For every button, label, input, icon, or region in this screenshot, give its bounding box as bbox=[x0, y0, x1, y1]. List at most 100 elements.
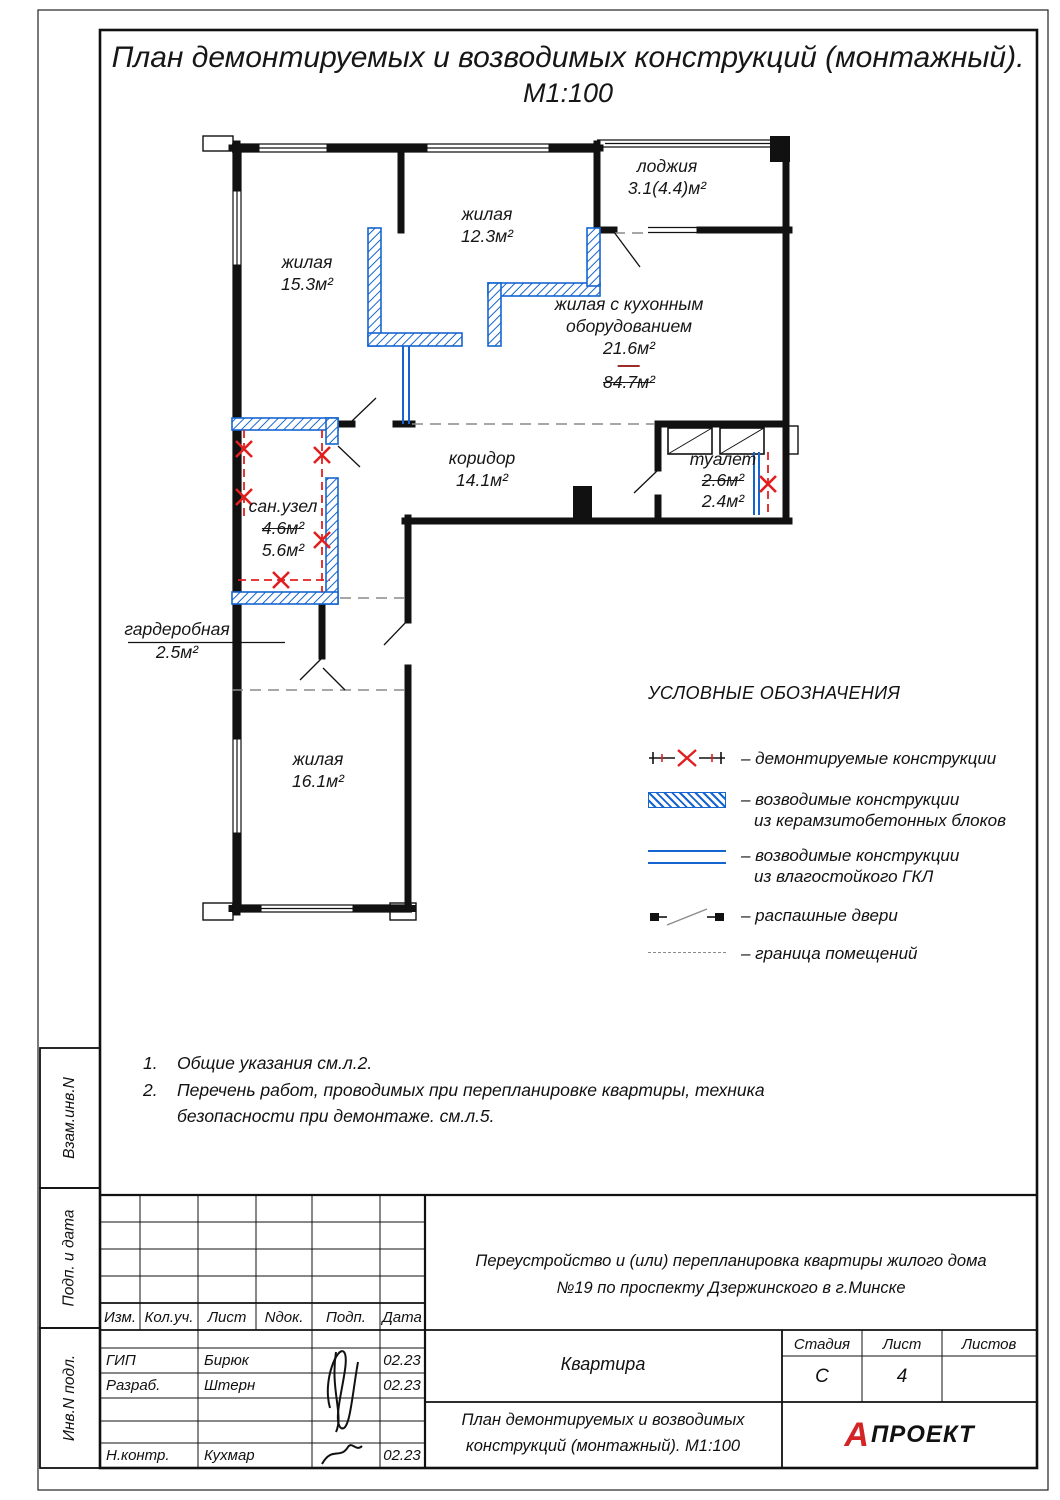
margin-cell-podp: Подп. и дата bbox=[40, 1188, 100, 1328]
object-name: Квартира bbox=[560, 1354, 646, 1374]
col-header-izm: Изм. bbox=[104, 1309, 136, 1326]
row-name: Кухмар bbox=[204, 1447, 255, 1464]
note-text: Общие указания см.л.2. bbox=[177, 1053, 373, 1073]
legend-label: – граница помещений bbox=[741, 944, 918, 963]
legend-item-blocks: – возводимые конструкции из керамзитобет… bbox=[648, 789, 1040, 831]
sheet-label: Лист bbox=[882, 1336, 922, 1353]
col-header-koluch: Кол.уч. bbox=[144, 1309, 194, 1326]
col-header-data: Дата bbox=[382, 1309, 422, 1326]
legend-item-demolished: – демонтируемые конструкции bbox=[648, 748, 1040, 769]
pilasters bbox=[202, 135, 799, 921]
row-name: Штерн bbox=[204, 1377, 256, 1394]
swing-door-symbol bbox=[648, 905, 726, 929]
new-walls-gkl bbox=[402, 346, 760, 515]
demolition-marks bbox=[235, 430, 777, 592]
demolished-symbol bbox=[648, 748, 726, 768]
room-old-area: 2.6м² bbox=[701, 470, 745, 490]
logo-letter-a: А bbox=[844, 1416, 869, 1454]
logo-text: ПРОЕКТ bbox=[870, 1421, 975, 1448]
room-label-toilet: туалет 2.6м² 2.4м² bbox=[690, 449, 756, 512]
room-area: 12.3м² bbox=[461, 226, 513, 246]
sheet-title: План демонтируемых и возводимых конструк… bbox=[111, 41, 1025, 74]
room-name: жилая bbox=[461, 204, 513, 224]
titleblock-grid bbox=[100, 1193, 1037, 1468]
room-label-corridor: коридор 14.1м² bbox=[449, 447, 516, 491]
floor-plan bbox=[128, 135, 799, 921]
doc-title-line2: конструкций (монтажный). М1:100 bbox=[465, 1437, 741, 1455]
room-boundary-symbol bbox=[648, 943, 726, 953]
row-name: Бирюк bbox=[204, 1352, 249, 1369]
wall-faces bbox=[232, 139, 786, 913]
note-number: 1. bbox=[143, 1053, 158, 1073]
room-area: 21.6м² bbox=[603, 338, 655, 358]
legend-label: – демонтируемые конструкции bbox=[741, 749, 997, 768]
new-walls-blocks bbox=[231, 227, 601, 605]
room-area: 2.5м² bbox=[155, 642, 199, 662]
room-area: 16.1м² bbox=[292, 771, 344, 791]
margin-label: Взам.инв.N bbox=[61, 1077, 79, 1159]
room-label-kitchen: жилая с кухонным оборудованием 21.6м² 84… bbox=[555, 293, 704, 393]
legend-label-line2: из керамзитобетонных блоков bbox=[754, 811, 1006, 830]
legend-label-line2: из влагостойкого ГКЛ bbox=[754, 867, 934, 886]
room-label-loggia: лоджия 3.1(4.4)м² bbox=[628, 155, 706, 199]
legend-item-gkl: – возводимые конструкции из влагостойког… bbox=[648, 845, 1040, 887]
room-boundaries bbox=[232, 232, 655, 691]
margin-label: Подп. и дата bbox=[61, 1209, 79, 1307]
room-area: 15.3м² bbox=[281, 274, 333, 294]
note-text: Перечень работ, проводимых при переплани… bbox=[177, 1080, 765, 1126]
room-area: 3.1(4.4)м² bbox=[627, 178, 707, 198]
margin-cell-vzam: Взам.инв.N bbox=[40, 1048, 100, 1188]
new-wall-blocks-symbol bbox=[648, 789, 726, 808]
general-notes: 1. Общие указания см.л.2. 2. Перечень ра… bbox=[143, 1050, 867, 1130]
row-date: 02.23 bbox=[383, 1447, 421, 1464]
room-old-area: 84.7м² bbox=[603, 372, 655, 392]
row-role: Разраб. bbox=[106, 1377, 161, 1394]
legend-label: – возводимые конструкции из влагостойког… bbox=[741, 845, 959, 887]
margin-label: Инв.N подл. bbox=[61, 1354, 78, 1442]
room-name: лоджия bbox=[636, 156, 698, 176]
room-area: 2.4м² bbox=[701, 491, 745, 511]
margin-cell-inv: Инв.N подл. bbox=[40, 1328, 100, 1468]
signature-scrawls bbox=[321, 1350, 363, 1465]
room-name: жилая с кухонным bbox=[554, 294, 704, 314]
doc-title-line1: План демонтируемых и возводимых bbox=[461, 1411, 745, 1429]
room-old-area: 4.6м² bbox=[261, 518, 305, 538]
col-header-ndok: Nдок. bbox=[264, 1309, 304, 1326]
room-label-bathroom: сан.узел 4.6м² 5.6м² bbox=[249, 495, 318, 561]
row-date: 02.23 bbox=[383, 1352, 421, 1369]
legend-label-line1: – возводимые конструкции bbox=[741, 790, 960, 809]
room-name: туалет bbox=[689, 449, 757, 469]
legend-label-line1: – возводимые конструкции bbox=[741, 846, 960, 865]
company-logo: А ПРОЕКТ bbox=[782, 1402, 1037, 1468]
sheets-label: Листов bbox=[961, 1336, 1017, 1353]
room-label-living15: жилая 15.3м² bbox=[281, 251, 333, 295]
room-name: жилая bbox=[292, 749, 344, 769]
room-name: сан.узел bbox=[248, 496, 318, 516]
room-area: 14.1м² bbox=[456, 470, 508, 490]
legend: УСЛОВНЫЕ ОБОЗНАЧЕНИЯ – демонтируемые кон… bbox=[648, 682, 1040, 964]
stage-value: С bbox=[815, 1366, 829, 1387]
legend-title: УСЛОВНЫЕ ОБОЗНАЧЕНИЯ bbox=[648, 683, 901, 703]
sheet-borders bbox=[37, 9, 1049, 1491]
room-name: гардеробная bbox=[124, 619, 230, 639]
room-area: 5.6м² bbox=[261, 540, 305, 560]
legend-item-boundary: – граница помещений bbox=[648, 943, 1040, 964]
room-label-living12: жилая 12.3м² bbox=[461, 203, 513, 247]
legend-item-doors: – распашные двери bbox=[648, 905, 1040, 929]
legend-label: – распашные двери bbox=[741, 906, 898, 925]
walls bbox=[228, 140, 793, 916]
project-description: Переустройство и (или) перепланировка кв… bbox=[475, 1252, 987, 1297]
row-role: Н.контр. bbox=[106, 1447, 170, 1464]
row-role: ГИП bbox=[106, 1352, 136, 1369]
sheet-scale: М1:100 bbox=[522, 78, 614, 108]
legend-label: – возводимые конструкции из керамзитобет… bbox=[741, 789, 1006, 831]
room-name-line2: оборудованием bbox=[565, 316, 692, 336]
area-divider-line bbox=[617, 365, 640, 367]
col-header-list: Лист bbox=[207, 1309, 247, 1326]
room-name: жилая bbox=[281, 252, 333, 272]
col-header-podp: Подп. bbox=[326, 1309, 366, 1326]
door-leaves bbox=[299, 231, 659, 691]
sheet-value: 4 bbox=[896, 1366, 908, 1387]
